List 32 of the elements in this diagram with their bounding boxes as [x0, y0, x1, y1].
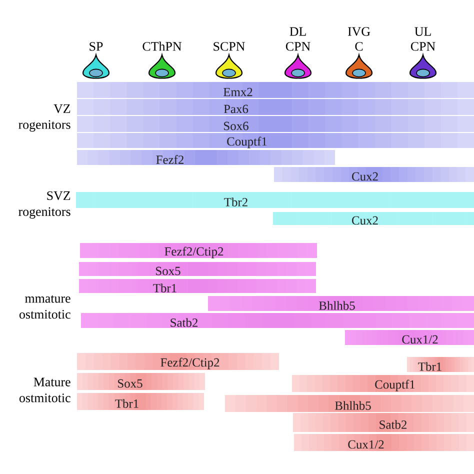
gene-label: Bhlhb5: [319, 301, 355, 310]
gene-label: Cux2: [352, 172, 378, 181]
gene-label: Fezf2/Ctip2: [160, 358, 220, 370]
gene-label: Satb2: [380, 420, 407, 429]
gene-label: Emx2: [224, 88, 252, 96]
gene-label: Cux2: [352, 216, 378, 225]
gene-label: Satb2: [170, 318, 198, 327]
gene-label: Couptf1: [227, 136, 267, 148]
gene-label: Tbr2: [224, 198, 248, 206]
row-label: VZ rogenitors: [18, 104, 70, 132]
gene-label: Sox5: [118, 379, 142, 388]
gene-label: Tbr1: [418, 362, 442, 371]
cell-label: DL CPN: [286, 27, 310, 51]
row-label: mmature ostmitotic: [20, 295, 70, 319]
cell-label: SP: [90, 42, 103, 51]
gene-label: Sox6: [224, 122, 248, 130]
gene-label: Fezf2/Ctip2: [164, 246, 224, 258]
gene-label: Couptf1: [375, 380, 415, 392]
gene-label: Bhlhb5: [335, 401, 371, 410]
cell-label: CThPN: [142, 42, 182, 51]
gene-label: Tbr1: [115, 399, 138, 408]
gene-label: Fezf2: [156, 155, 184, 164]
cell-label: IVG C: [348, 27, 370, 51]
gene-label: Cux1/2: [348, 440, 384, 449]
cell-label: SCPN: [214, 42, 245, 51]
gene-label: Pax6: [224, 104, 248, 114]
gene-label: Tbr1: [153, 284, 176, 292]
row-label: SVZ rogenitors: [18, 191, 70, 219]
row-label: Mature ostmitotic: [20, 378, 70, 402]
gene-label: Cux1/2: [402, 335, 438, 344]
gene-label: Sox5: [156, 266, 180, 276]
cell-label: UL CPN: [410, 27, 436, 51]
